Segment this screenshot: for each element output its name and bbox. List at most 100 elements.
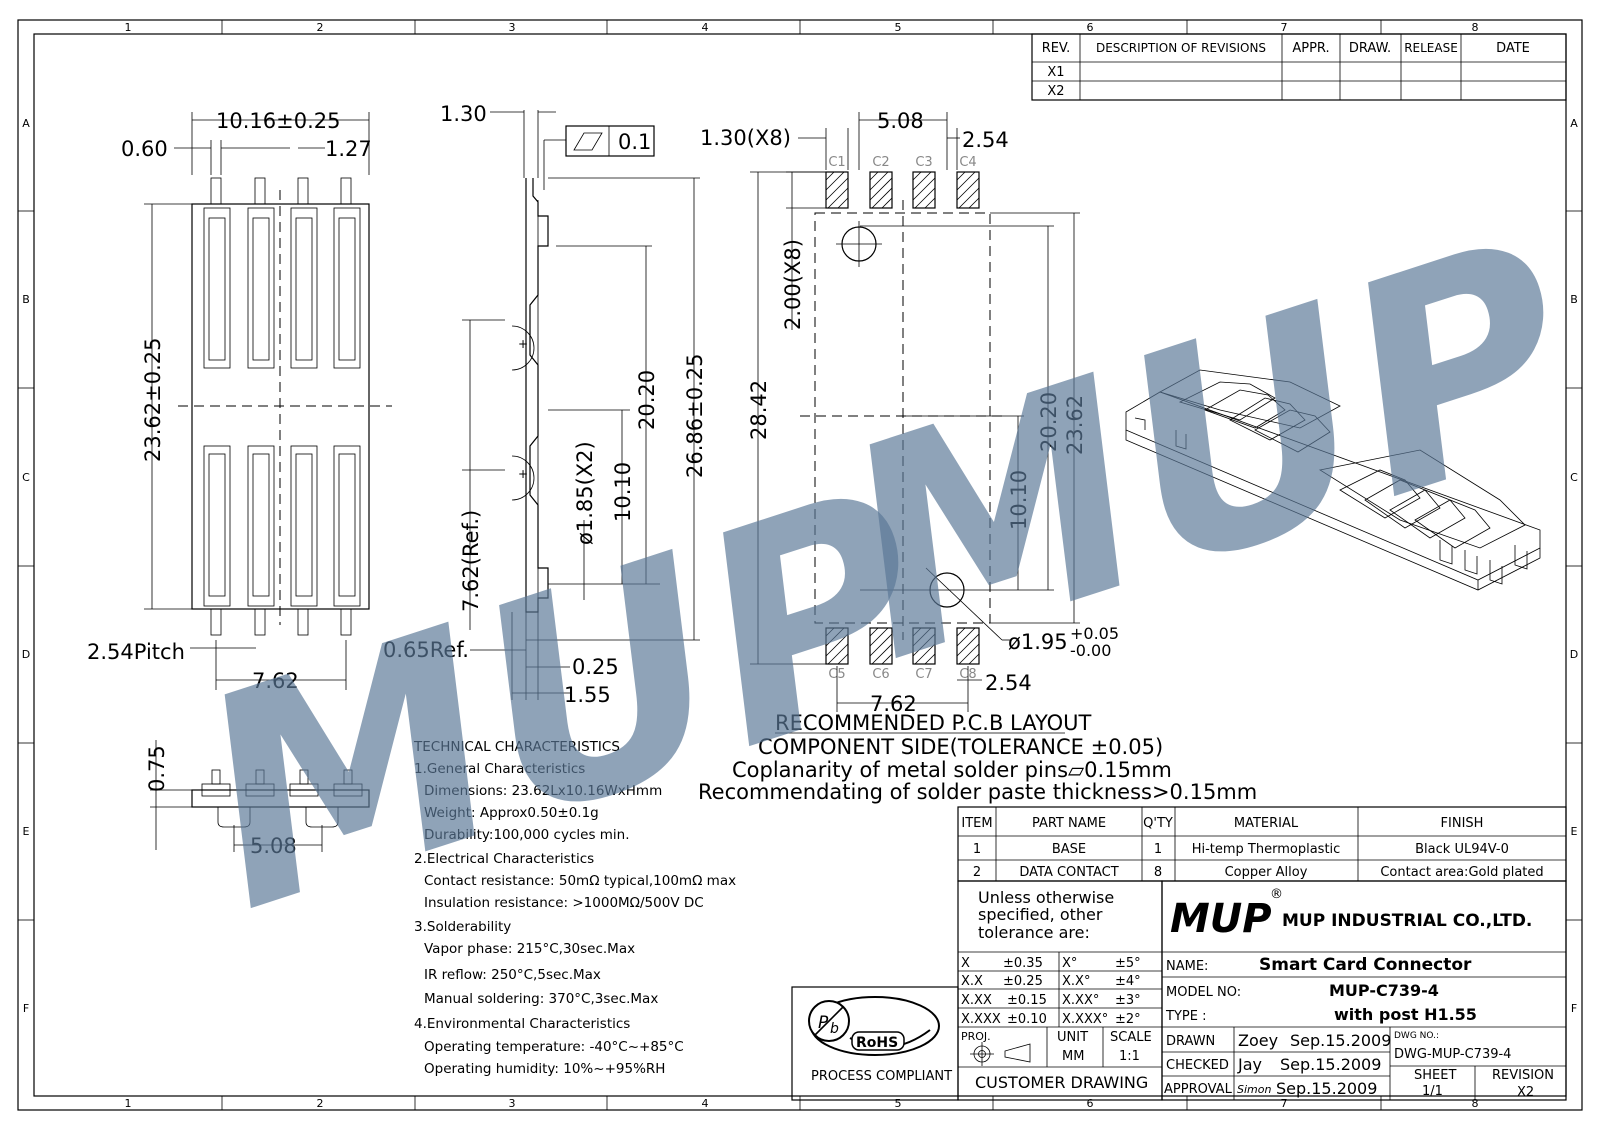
pad-label-c7: C7 bbox=[915, 667, 932, 682]
tol-row4-a: X.XXX bbox=[961, 1012, 1001, 1027]
dim-front-width: 10.16±0.25 bbox=[216, 109, 340, 133]
tol-row3-c: X.XX° bbox=[1062, 993, 1099, 1008]
dim-pcb-762: 7.62 bbox=[870, 692, 917, 716]
row-label-d-left: D bbox=[22, 648, 30, 661]
tol-row2-d: ±4° bbox=[1115, 974, 1141, 989]
parts-row2-item: 2 bbox=[973, 865, 981, 880]
dim-pcb-2362: 23.62 bbox=[1063, 395, 1087, 455]
pcb-caption-title: RECOMMENDED P.C.B LAYOUT bbox=[775, 711, 1092, 735]
model-number: MUP-C739-4 bbox=[1329, 981, 1439, 1000]
bottom-view: 0.75 5.08 bbox=[145, 740, 370, 858]
col-label-1-bottom: 1 bbox=[125, 1097, 132, 1110]
dim-front-pin-gap: 1.27 bbox=[325, 137, 372, 161]
parts-row1-item: 1 bbox=[973, 842, 981, 857]
parts-row1-qty: 1 bbox=[1154, 842, 1162, 857]
tech-line-3: Weight: Approx0.50±0.1g bbox=[424, 805, 599, 821]
row-label-d-right: D bbox=[1570, 648, 1578, 661]
col-label-3-top: 3 bbox=[509, 21, 516, 34]
tol-row1-b: ±0.35 bbox=[1003, 956, 1043, 971]
revision-table: REV. DESCRIPTION OF REVISIONS APPR. DRAW… bbox=[1031, 33, 1567, 101]
col-label-2-bottom: 2 bbox=[317, 1097, 324, 1110]
company-name: MUP INDUSTRIAL CO.,LTD. bbox=[1282, 911, 1532, 931]
tech-line-2: Dimensions: 23.62Lx10.16WxHmm bbox=[424, 783, 662, 799]
dim-bottom-075: 0.75 bbox=[145, 745, 169, 792]
rev-row-x1: X1 bbox=[1047, 65, 1064, 80]
tolerance-note-3: tolerance are: bbox=[978, 923, 1090, 942]
pad-label-c1: C1 bbox=[828, 155, 845, 170]
tol-row3-b: ±0.15 bbox=[1007, 993, 1047, 1008]
dim-pcb-2020: 20.20 bbox=[1037, 392, 1061, 452]
col-label-4-top: 4 bbox=[702, 21, 709, 34]
unit-value: MM bbox=[1062, 1049, 1084, 1064]
sheet-label: SHEET bbox=[1414, 1068, 1456, 1083]
drawn-label: DRAWN bbox=[1166, 1034, 1215, 1049]
dim-side-post: ø1.85(X2) bbox=[573, 441, 597, 545]
tech-line-4: Durability:100,000 cycles min. bbox=[424, 827, 630, 843]
watermark-text-2: MUP bbox=[807, 177, 1600, 725]
pcb-caption-component-side: COMPONENT SIDE(TOLERANCE ±0.05) bbox=[758, 735, 1163, 759]
dim-side-155: 1.55 bbox=[564, 683, 611, 707]
parts-row2-finish: Contact area:Gold plated bbox=[1380, 865, 1543, 880]
row-label-b-left: B bbox=[22, 293, 30, 306]
dim-pcb-pad-x8: 1.30(X8) bbox=[700, 126, 791, 150]
tech-line-6: Contact resistance: 50mΩ typical,100mΩ m… bbox=[424, 873, 736, 889]
drawing-frame: 1 2 3 4 5 6 7 8 1 2 3 4 5 6 7 8 A B C D … bbox=[17, 19, 1583, 1111]
tol-row3-a: X.XX bbox=[961, 993, 992, 1008]
rohs-box: P b RoHS PROCESS COMPLIANT bbox=[791, 986, 959, 1101]
proj-label: PROJ. bbox=[961, 1030, 991, 1043]
row-label-f-right: F bbox=[1571, 1002, 1577, 1015]
col-label-6-bottom: 6 bbox=[1087, 1097, 1094, 1110]
approval-signature: Simon bbox=[1237, 1083, 1271, 1096]
pcb-caption-coplanarity: Coplanarity of metal solder pins▱0.15mm bbox=[732, 758, 1172, 782]
dim-front-pin-width: 0.60 bbox=[121, 137, 168, 161]
scale-label: SCALE bbox=[1110, 1030, 1152, 1045]
dim-front-pitch: 2.54Pitch bbox=[87, 640, 185, 664]
dim-side-1010: 10.10 bbox=[611, 462, 635, 522]
parts-row1-material: Hi-temp Thermoplastic bbox=[1192, 842, 1341, 857]
tech-line-9: Vapor phase: 215°C,30sec.Max bbox=[424, 941, 635, 957]
dim-pcb-508: 5.08 bbox=[877, 109, 924, 133]
row-label-a-right: A bbox=[1570, 117, 1578, 130]
dim-pcb-254-top: 2.54 bbox=[962, 128, 1009, 152]
parts-header-finish: FINISH bbox=[1441, 816, 1484, 831]
col-label-2-top: 2 bbox=[317, 21, 324, 34]
parts-header-item: ITEM bbox=[961, 816, 992, 831]
rev-header-draw: DRAW. bbox=[1349, 41, 1391, 56]
customer-drawing-label: CUSTOMER DRAWING bbox=[975, 1073, 1148, 1092]
pad-label-c2: C2 bbox=[872, 155, 889, 170]
tech-line-13: Operating temperature: -40°C~+85°C bbox=[424, 1039, 684, 1055]
pad-label-c6: C6 bbox=[872, 667, 889, 682]
tech-line-10: IR reflow: 250°C,5sec.Max bbox=[424, 967, 601, 983]
parts-row2-material: Copper Alloy bbox=[1225, 865, 1308, 880]
tech-line-5: 2.Electrical Characteristics bbox=[414, 851, 594, 867]
company-logo: MUP bbox=[1170, 896, 1272, 942]
dim-pcb-2842: 28.42 bbox=[747, 380, 771, 440]
pcb-layout-view: C1 C2 C3 C4 C5 C6 C7 C8 ø1.95 +0.05 -0.0… bbox=[698, 109, 1257, 804]
tol-row4-c: X.XXX° bbox=[1062, 1012, 1108, 1027]
parts-header-material: MATERIAL bbox=[1234, 816, 1299, 831]
type-value: with post H1.55 bbox=[1334, 1005, 1477, 1024]
dim-side-ref065: 0.65Ref. bbox=[383, 638, 469, 662]
drawn-date: Sep.15.2009 bbox=[1290, 1031, 1391, 1050]
col-label-5-bottom: 5 bbox=[895, 1097, 902, 1110]
dim-side-ref762: 7.62(Ref.) bbox=[459, 510, 483, 612]
col-label-8-top: 8 bbox=[1472, 21, 1479, 34]
dim-side-2020: 20.20 bbox=[635, 370, 659, 430]
rohs-label: RoHS bbox=[856, 1035, 898, 1051]
revision-value: X2 bbox=[1517, 1085, 1534, 1100]
col-label-1-top: 1 bbox=[125, 21, 132, 34]
tech-line-7: Insulation resistance: >1000MΩ/500V DC bbox=[424, 895, 704, 911]
tech-line-14: Operating humidity: 10%~+95%RH bbox=[424, 1061, 665, 1077]
tol-row3-d: ±3° bbox=[1115, 993, 1141, 1008]
col-label-8-bottom: 8 bbox=[1472, 1097, 1479, 1110]
registered-mark: ® bbox=[1270, 887, 1283, 902]
front-view: 10.16±0.25 0.60 1.27 23.62±0.25 2.54Pitc… bbox=[87, 109, 392, 693]
tech-line-8: 3.Solderability bbox=[414, 919, 511, 935]
side-view: + + 1.30 0.1 26.86±0.25 20.20 10.10 ø1.8… bbox=[383, 102, 707, 707]
tol-row2-c: X.X° bbox=[1062, 974, 1090, 989]
row-label-e-right: E bbox=[1571, 825, 1578, 838]
projection-symbol-icon bbox=[970, 1042, 1031, 1066]
dim-side-top: 1.30 bbox=[440, 102, 487, 126]
dim-front-span: 7.62 bbox=[252, 669, 299, 693]
